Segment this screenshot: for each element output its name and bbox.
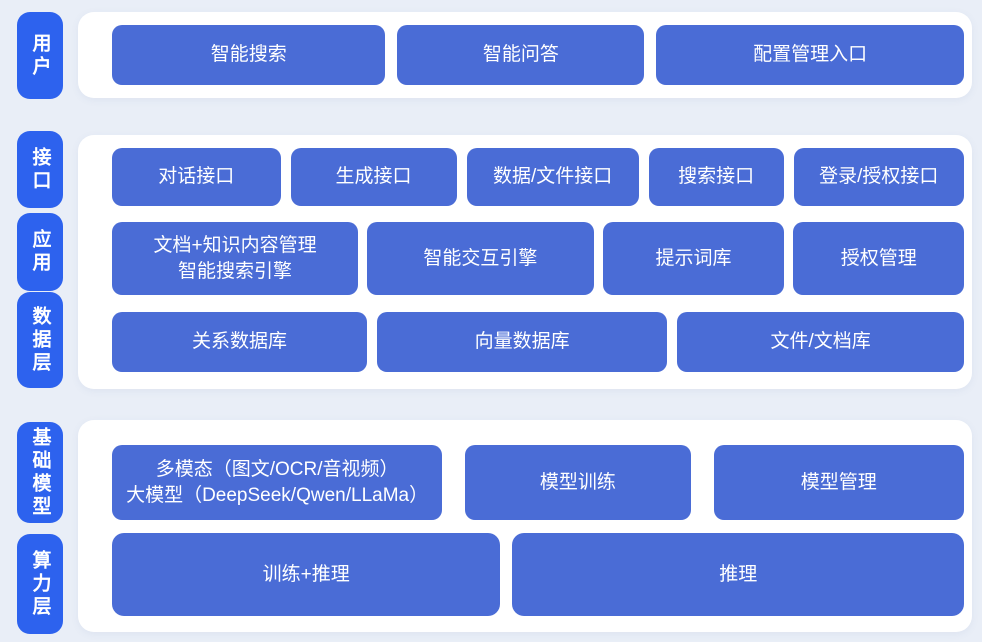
node-inference: 推理 (512, 533, 964, 616)
node-data-file-api: 数据/文件接口 (466, 148, 639, 206)
node-multimodal-llm: 多模态（图文/OCR/音视频） 大模型（DeepSeek/Qwen/LLaMa） (112, 445, 443, 520)
layer-label-interface: 接口 (17, 131, 63, 208)
node-model-management: 模型管理 (713, 445, 964, 520)
layer-label-foundation-model: 基础模型 (17, 422, 63, 523)
row-interface: 对话接口 生成接口 数据/文件接口 搜索接口 登录/授权接口 (112, 148, 964, 206)
node-doc-knowledge-search-engine: 文档+知识内容管理 智能搜索引擎 (112, 222, 359, 295)
layer-label-data: 数据层 (17, 292, 63, 388)
node-interaction-engine: 智能交互引擎 (367, 222, 594, 295)
row-foundation-model: 多模态（图文/OCR/音视频） 大模型（DeepSeek/Qwen/LLaMa）… (112, 445, 964, 520)
node-search-api: 搜索接口 (648, 148, 784, 206)
node-smart-search: 智能搜索 (112, 25, 386, 85)
row-application: 文档+知识内容管理 智能搜索引擎 智能交互引擎 提示词库 授权管理 (112, 222, 964, 295)
row-compute: 训练+推理 推理 (112, 533, 964, 616)
node-vector-db: 向量数据库 (376, 312, 668, 372)
node-config-management-entry: 配置管理入口 (656, 25, 964, 85)
layer-label-user: 用户 (17, 12, 63, 99)
layer-label-application: 应用 (17, 213, 63, 291)
node-training-inference: 训练+推理 (112, 533, 501, 616)
panel-user-layer: 智能搜索 智能问答 配置管理入口 (78, 12, 972, 98)
node-auth-management: 授权管理 (793, 222, 964, 295)
layer-label-compute: 算力层 (17, 534, 63, 634)
node-file-doc-store: 文件/文档库 (677, 312, 964, 372)
row-data: 关系数据库 向量数据库 文件/文档库 (112, 312, 964, 372)
node-generation-api: 生成接口 (290, 148, 457, 206)
panel-bottom-layers: 多模态（图文/OCR/音视频） 大模型（DeepSeek/Qwen/LLaMa）… (78, 420, 972, 632)
row-user: 智能搜索 智能问答 配置管理入口 (112, 25, 964, 85)
node-login-auth-api: 登录/授权接口 (793, 148, 964, 206)
panel-middle-layers: 对话接口 生成接口 数据/文件接口 搜索接口 登录/授权接口 文档+知识内容管理… (78, 135, 972, 389)
node-relational-db: 关系数据库 (112, 312, 367, 372)
node-prompt-library: 提示词库 (602, 222, 785, 295)
node-model-training: 模型训练 (465, 445, 691, 520)
node-smart-qa: 智能问答 (397, 25, 645, 85)
node-dialog-api: 对话接口 (112, 148, 281, 206)
